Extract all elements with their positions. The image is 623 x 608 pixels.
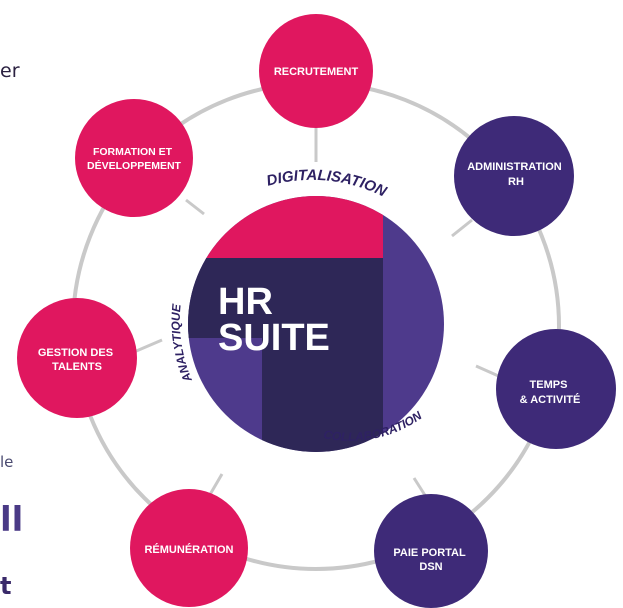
node-formation-developpement: FORMATION ET DÉVELOPPEMENT [75,99,193,217]
svg-text:RÉMUNÉRATION: RÉMUNÉRATION [144,543,233,556]
node-temps-label-1: TEMPS [530,379,568,391]
node-temps-label-2: & ACTIVITÉ [520,393,581,406]
svg-text:FORMATION ET DÉVELOPPE: FORMATION ET DÉVELOPPEMENT [87,146,182,172]
node-talents-label-1: GESTION DES [38,347,113,359]
node-formation-label-2: DÉVELOPPEMENT [87,159,182,172]
arc-label-top: DIGITALISATION [265,167,390,201]
core-title-line2: SUITE [218,317,330,359]
core-title-line1: HR [218,281,273,323]
node-paie-label-1: PAIE PORTAL [393,547,466,559]
node-administration-label-1: ADMINISTRATION [467,161,562,173]
core-navy-band [188,258,383,338]
hr-suite-core [188,196,444,452]
node-gestion-talents: GESTION DES TALENTS [17,298,137,418]
fragment-top: er [0,60,20,82]
node-administration-rh: ADMINISTRATION RH [454,116,574,236]
svg-text:GESTION DES TALENTS: GESTION DES TALENTS [38,347,116,373]
node-administration-circle [454,116,574,236]
node-temps-circle [496,329,616,449]
svg-text:ADMINISTRATION RH: ADMINISTRATION RH [467,161,565,188]
node-formation-label-1: FORMATION ET [93,146,173,158]
core-navy-column [262,338,383,452]
node-formation-circle [75,99,193,217]
node-talents-label-2: TALENTS [52,361,102,373]
svg-text:TEMPS & ACTIVITÉ: TEMPS & ACTIVITÉ [520,379,581,406]
svg-text:RECRUTEMENT: RECRUTEMENT [274,66,359,78]
node-administration-label-2: RH [508,176,524,188]
fragment-middle: le [0,453,14,471]
node-paie-portal-dsn: PAIE PORTAL DSN [374,494,488,608]
node-recrutement-circle [259,14,373,128]
spoke-talents [133,338,163,354]
node-remuneration-label: RÉMUNÉRATION [144,543,233,556]
node-talents-circle [17,298,137,418]
node-remuneration: RÉMUNÉRATION [130,489,248,607]
spoke-formation [185,198,205,216]
node-recrutement: RECRUTEMENT [259,14,373,128]
svg-text:PAIE PORTAL DSN: PAIE PORTAL DSN [393,547,468,573]
core-magenta-block [188,196,383,258]
fragment-bottom: t [0,572,12,600]
node-paie-circle [374,494,488,608]
fragment-bottom-bar: ll [0,500,24,540]
node-paie-label-2: DSN [419,561,442,573]
node-temps-activite: TEMPS & ACTIVITÉ [496,329,616,449]
node-recrutement-label: RECRUTEMENT [274,66,359,78]
spoke-administration [451,218,473,238]
node-remuneration-circle [130,489,248,607]
